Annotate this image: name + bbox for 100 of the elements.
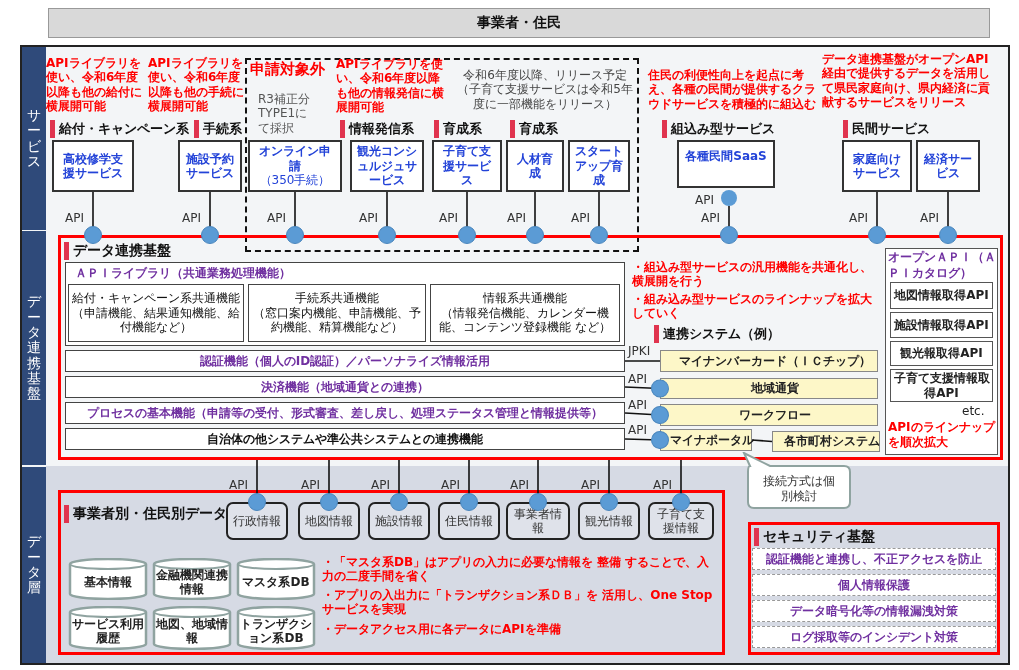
box-subtext: （情報発信機能、カレンダー機能、コンテンツ登録機能 など） <box>438 305 612 335</box>
edge-label: API <box>441 478 460 492</box>
service-box: 経済サービス <box>916 140 980 192</box>
connector-line <box>460 459 478 511</box>
function-row: プロセスの基本機能（申請等の受付、形式審査、差し戻し、処理ステータス管理と情報提供等） <box>65 402 625 424</box>
system-box: マイナポータル <box>660 429 752 451</box>
connector-line <box>720 205 738 244</box>
edge-label: API <box>510 478 529 492</box>
api-box: 観光報取得API <box>890 341 993 366</box>
service-box: スタートアップ育成 <box>568 140 630 192</box>
note-text: ・組み込み型サービスのラインナップを拡大していく <box>632 292 873 321</box>
connector-line <box>390 459 408 511</box>
note-text: データ連携基盤がオープンAPI経由で提供するデータを活用して県民家庭向け、県内経済に貢献するサービスをリリース <box>822 52 991 110</box>
platform-panel <box>748 522 1000 655</box>
function-row: 決済機能（地域通貨との連携） <box>65 376 625 398</box>
note-text: 令和6年度以降、リリース予定（子育て支援サービスは令和5年度に一部機能をリリース） <box>456 68 634 112</box>
edge-label: API <box>359 211 378 225</box>
note-text: R3補正分TYPE1にて採択 <box>258 92 311 136</box>
security-item: 個人情報保護 <box>752 574 996 596</box>
connector-line <box>378 191 396 244</box>
callout-bubble <box>740 452 852 510</box>
box-subtext: （350手続） <box>259 173 331 188</box>
note-text: APIライブラリを使い、令和6年度以降も他の手続に横展開可能 <box>148 56 244 114</box>
edge-label: API <box>229 478 248 492</box>
function-row: 認証機能（個人のID認証）／パーソナライズ情報活用 <box>65 350 625 372</box>
panel-title: ＡＰＩライブラリ（共通業務処理機能） <box>75 265 291 282</box>
service-box: 各種民間SaaS <box>677 140 775 188</box>
edge-label: API <box>920 211 939 225</box>
api-catalog-panel <box>885 248 998 455</box>
section-heading: 育成系 <box>434 120 482 138</box>
layer-band: サービス <box>22 47 46 230</box>
box-label: 基本情報 <box>84 575 132 590</box>
section-heading: 民間サービス <box>843 120 930 138</box>
note-text: ・組込み型サービスの汎用機能を共通化し、横展開を行う <box>632 260 873 289</box>
connector-line <box>624 431 669 449</box>
database-cylinder <box>236 606 316 650</box>
section-heading: 組込み型サービス <box>662 120 775 138</box>
connector-line <box>624 406 669 424</box>
function-box <box>430 284 620 342</box>
service-box: 観光コンシュルジュサービス <box>350 140 424 192</box>
edge-label: JPKI <box>628 344 651 358</box>
platform-panel <box>58 235 1003 460</box>
api-label: API <box>695 193 714 207</box>
function-row: 自治体の他システムや準公共システムとの連携機能 <box>65 428 625 450</box>
connector-line <box>624 379 669 398</box>
edge-label: API <box>849 211 868 225</box>
edge-label: API <box>571 211 590 225</box>
edge-label: API <box>628 423 647 437</box>
edge-label: API <box>507 211 526 225</box>
section-heading: 連携システム（例） <box>654 325 780 343</box>
edge-label: API <box>701 211 720 225</box>
connector-line <box>590 191 608 244</box>
data-box: 施設情報 <box>368 502 430 540</box>
service-box: 家庭向けサービス <box>842 140 912 192</box>
connector-line <box>84 191 102 244</box>
edge-label: API <box>628 371 647 386</box>
edge-label: API <box>628 398 647 412</box>
data-box: 地図情報 <box>298 502 360 540</box>
note-text: APIライブラリを使い、令和6年度以降も他の給付に横展開可能 <box>46 56 143 114</box>
edge-label: API <box>267 211 286 225</box>
box-label: 給付・キャンペーン系共通機能 <box>72 291 240 306</box>
connector-line <box>526 191 544 244</box>
data-box: 行政情報 <box>226 502 288 540</box>
security-item: データ暗号化等の情報漏洩対策 <box>752 600 996 622</box>
function-box <box>248 284 426 342</box>
layer-band: データ連携基盤 <box>22 231 46 465</box>
system-box: 地域通貨 <box>660 378 878 399</box>
connector-line <box>751 439 773 443</box>
box-subtext: （申請機能、結果通知機能、給付機能など） <box>72 305 240 335</box>
group-title: 申請対象外 <box>250 60 325 79</box>
edge-label: API <box>301 478 320 492</box>
api-box: 施設情報取得API <box>890 312 993 338</box>
box-label: 地図、地域情報 <box>156 617 228 646</box>
note-text: 住民の利便性向上を起点に考え、各種の民間が提供するクラウドサービスを積極的に組込む <box>648 68 816 112</box>
system-box: ワークフロー <box>660 404 878 426</box>
service-box: 子育て支援サービス <box>432 140 502 192</box>
service-box: 人材育成 <box>506 140 564 192</box>
note-text: ・データアクセス用に各データにAPIを準備 <box>322 622 562 637</box>
edge-label: API <box>439 211 458 225</box>
layer-band: データ層 <box>22 467 46 663</box>
database-cylinder <box>68 558 148 600</box>
system-box: マイナンバーカード（ＩＣチップ） <box>660 350 878 372</box>
etc-note: etc. <box>962 404 985 418</box>
edge-label: API <box>653 478 672 492</box>
connector-line <box>868 191 886 244</box>
connector-line <box>672 459 690 511</box>
box-label: マスタ系DB <box>242 575 310 590</box>
database-cylinder <box>236 558 316 600</box>
section-heading: 情報発信系 <box>340 120 414 138</box>
note-text: ・アプリの入出力に「トランザクション系ＤＢ」を 活用し、One Stop サービスを実現 <box>322 588 714 617</box>
box-label: トランザクション系DB <box>240 617 312 646</box>
section-heading: 手続系 <box>194 120 242 138</box>
system-box: 各市町村システム <box>772 431 880 452</box>
connector-line <box>458 191 476 244</box>
note-text: ・「マスタ系DB」はアプリの入力に必要な情報を 整備 することで、入力の二度手間を省く <box>322 555 711 584</box>
data-box: 事業者情報 <box>506 502 570 540</box>
connector-line <box>624 360 661 362</box>
section-heading: 給付・キャンペーン系 <box>50 120 189 138</box>
library-panel <box>65 262 625 346</box>
api-box: 地図情報取得API <box>890 282 993 309</box>
